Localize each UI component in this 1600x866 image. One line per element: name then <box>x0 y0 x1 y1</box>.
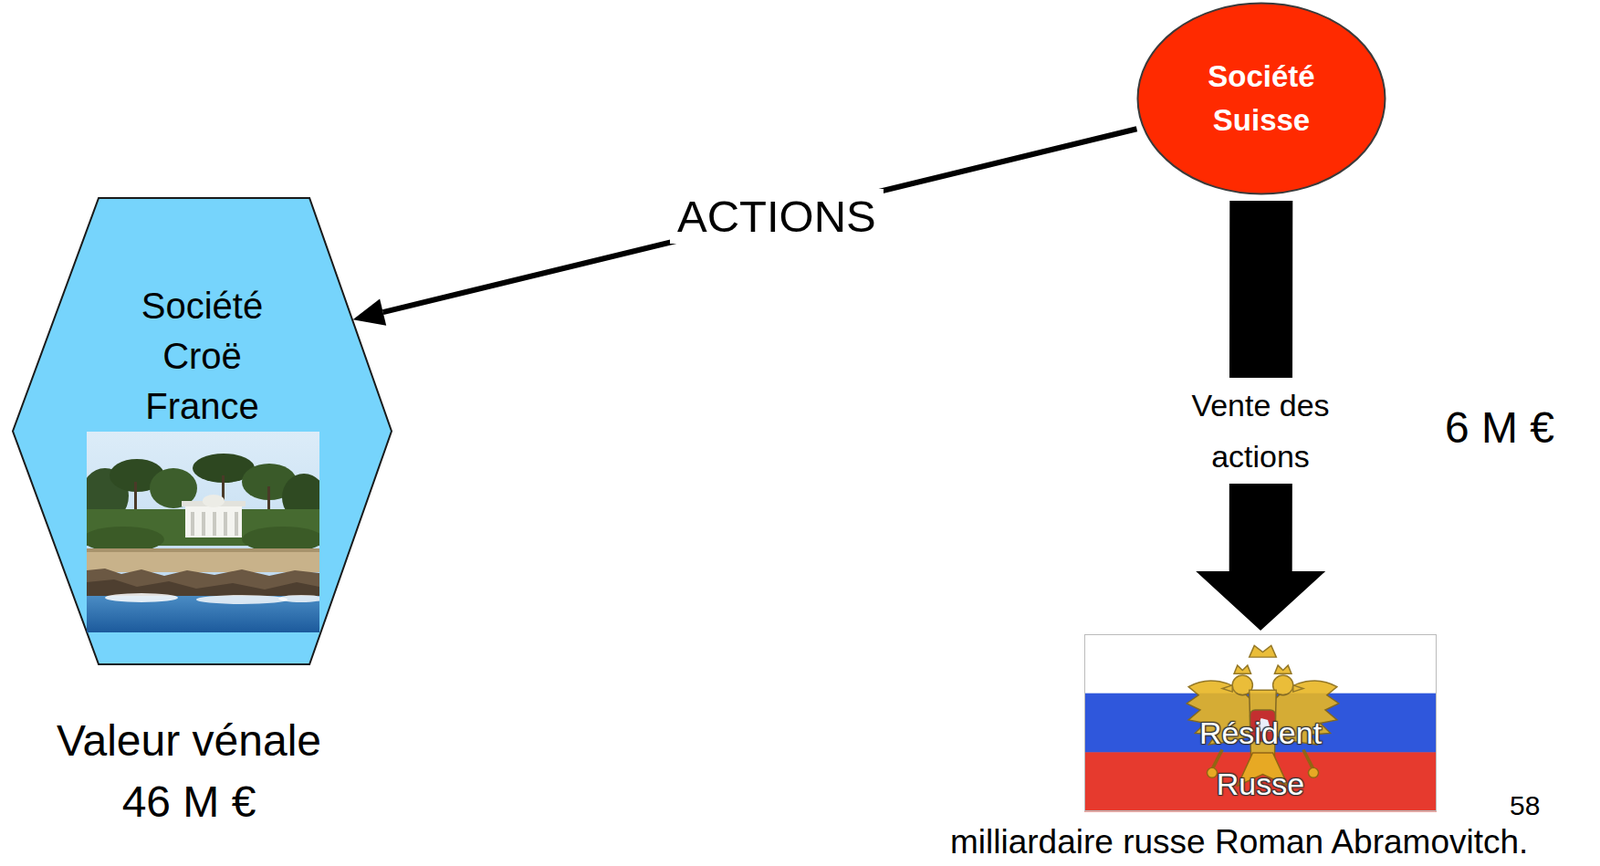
arrowhead <box>353 299 387 326</box>
flag-stripe <box>1084 634 1437 694</box>
node-text-group: Résident Russe <box>1084 707 1437 810</box>
node-label: Société Suisse <box>1179 54 1344 143</box>
company-hexagon: Société Croë France <box>11 197 393 666</box>
edge-label: ACTIONS <box>677 190 877 242</box>
company-ellipse: Société Suisse <box>1136 1 1387 196</box>
edge-label: Vente des actions <box>1169 379 1352 482</box>
hexagon-shape <box>12 198 392 665</box>
node-label: Société Croë France <box>115 281 290 432</box>
arrow-connector <box>353 128 1138 325</box>
connector-line <box>383 128 1138 313</box>
annotation-label: 6 M € <box>1444 401 1555 455</box>
annotation-label: milliardaire russe Roman Abramovitch. <box>950 823 1528 862</box>
node-text-group: Société Suisse <box>1136 54 1387 143</box>
edge-label-patch: Vente des actions <box>1161 377 1360 484</box>
annotation-label: 58 <box>1509 790 1540 822</box>
annotation-label: Valeur vénale 46 M € <box>42 710 335 833</box>
ellipse-shape <box>1138 3 1386 195</box>
edge-label-patch: ACTIONS <box>669 188 884 244</box>
flag-node: Résident Russe <box>1084 634 1437 812</box>
villa-photo <box>86 431 320 633</box>
node-text-group: Société Croë France <box>11 281 393 432</box>
ellipse-outline <box>1136 1 1387 196</box>
node-label: Résident Russe <box>1182 707 1339 810</box>
flag-border <box>1085 635 1437 812</box>
